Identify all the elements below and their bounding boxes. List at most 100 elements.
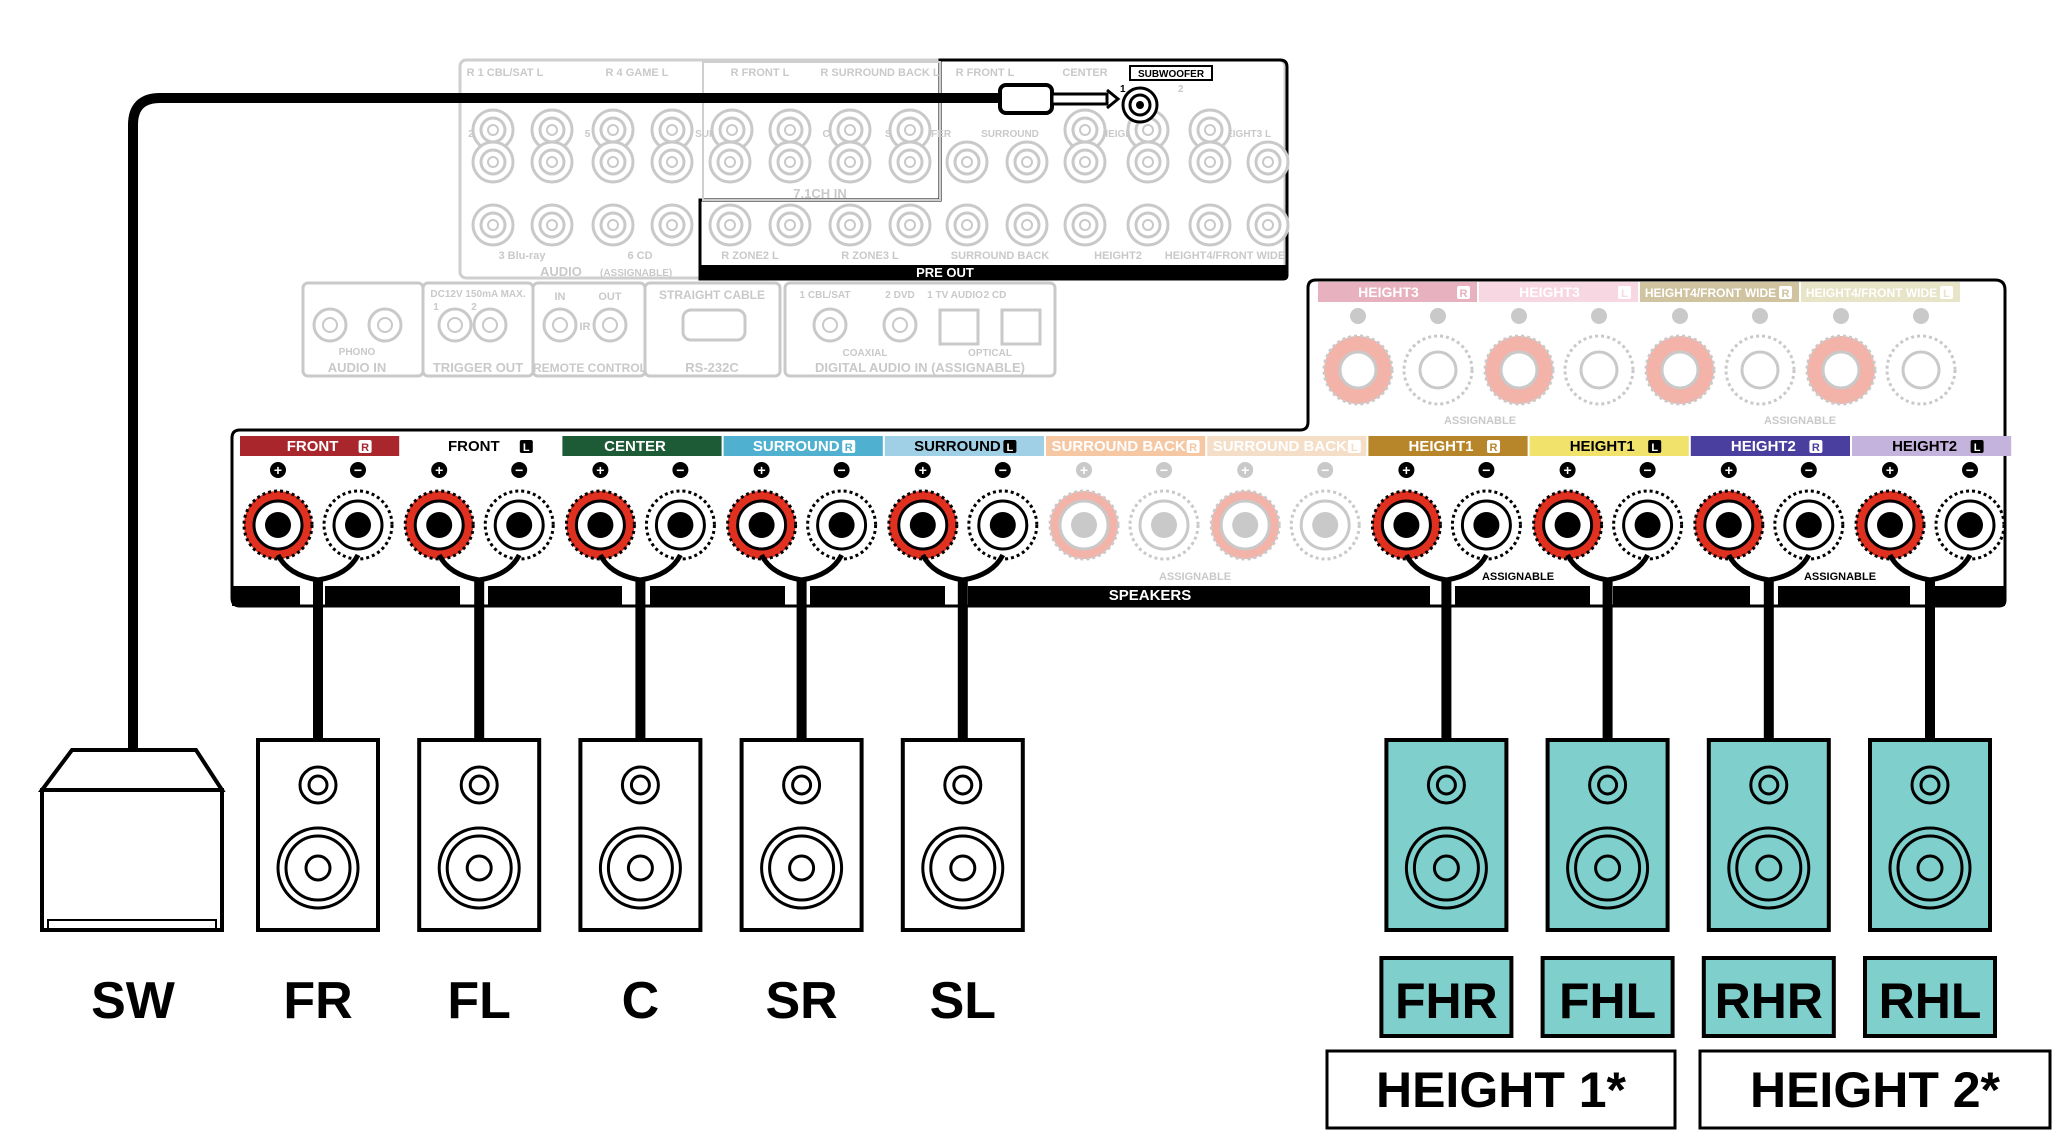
channel-side-letter: R	[1812, 442, 1820, 454]
plus-sign-text: +	[1886, 462, 1894, 478]
aux-jack	[592, 307, 628, 343]
minus-sign	[672, 462, 689, 478]
preout-row1-label: R SURROUND BACK L	[820, 67, 939, 79]
plus-terminal-core	[1877, 512, 1903, 538]
upper-minus	[1913, 308, 1929, 324]
channel-header-label: SURROUND BACK	[1213, 438, 1347, 455]
channel-header-label: CENTER	[604, 438, 666, 455]
minus-terminal-core	[1795, 512, 1822, 538]
preout-jack	[768, 140, 812, 184]
preout-jack	[1063, 140, 1107, 184]
preout-jack	[945, 140, 989, 184]
optical-label: OPTICAL	[968, 348, 1012, 359]
preout-row1-label: R 4 GAME L	[606, 67, 669, 79]
tweeter	[620, 765, 660, 805]
preout-jack	[1126, 203, 1170, 247]
tweeter-center	[468, 774, 490, 796]
plus-terminal-core	[1232, 512, 1259, 538]
minus-sign	[994, 462, 1011, 478]
channel-header-label: SURROUND BACK	[1052, 438, 1186, 455]
preout-row3-label: R ZONE3 L	[841, 250, 899, 262]
preout-jack	[530, 140, 574, 184]
plus-sign-text: +	[1080, 462, 1088, 478]
plus-terminal-core	[1554, 512, 1581, 538]
optical-port	[938, 308, 980, 346]
woofer	[760, 826, 844, 910]
minus-sign-text: −	[676, 462, 684, 478]
channel-side-letter: L	[1651, 442, 1658, 454]
rs232-port	[681, 308, 747, 342]
channel-side-badge	[1648, 440, 1662, 453]
upper-minus-ring	[1901, 350, 1941, 390]
subwoofer-body	[40, 788, 224, 932]
minus-sign-text: −	[999, 462, 1007, 478]
tweeter	[298, 765, 338, 805]
woofer	[276, 826, 360, 910]
bottom-bar-segment	[810, 586, 945, 606]
aux-jack-inner	[447, 317, 463, 333]
minus-sign-text: −	[1321, 462, 1329, 478]
plus-sign-text: +	[274, 462, 282, 478]
minus-terminal-core	[1957, 512, 1983, 538]
channel-header-label: SURROUND	[753, 438, 840, 455]
woofer	[1404, 826, 1488, 910]
cables	[128, 83, 1121, 750]
minus-sign	[511, 462, 528, 478]
speaker-label-box	[1863, 956, 1997, 1038]
bottom-bar-segment	[1455, 586, 1590, 606]
channel-header-label: HEIGHT2	[1892, 438, 1957, 455]
remote-out-label: OUT	[598, 291, 622, 303]
plus-sign	[914, 462, 931, 478]
upper-side-badge	[1457, 286, 1470, 299]
channel-side-letter: R	[845, 442, 853, 454]
woofer	[921, 826, 1005, 910]
minus-sign-text: −	[838, 462, 846, 478]
subwoofer-label: SUBWOOFER	[1138, 69, 1205, 80]
preout-jack	[945, 203, 989, 247]
channel-side-badge	[1809, 440, 1823, 453]
plus-sign-text: +	[1402, 462, 1410, 478]
woofer-center	[1755, 854, 1783, 882]
minus-terminal-core	[1634, 512, 1661, 538]
woofer-ring	[1896, 834, 1964, 902]
upper-minus-ring	[1418, 350, 1458, 390]
woofer-ring	[768, 834, 836, 902]
terminal-pair: +−	[403, 462, 555, 583]
woofer-center	[1594, 854, 1622, 882]
woofer-center	[626, 854, 654, 882]
woofer-center	[788, 854, 816, 882]
preout-row3-label: HEIGHT2	[1094, 250, 1142, 262]
preout-jack	[1188, 140, 1232, 184]
minus-sign-text: −	[1644, 462, 1652, 478]
minus-sign-text: −	[515, 462, 523, 478]
preout-row3-label: SURROUND BACK	[951, 250, 1049, 262]
channel-side-badge	[358, 440, 372, 453]
minus-terminal-core	[1151, 512, 1177, 538]
plus-sign-text: +	[1241, 462, 1249, 478]
upper-side-letter: L	[1621, 288, 1628, 300]
tweeter	[1910, 765, 1950, 805]
upper-minus-ring	[1740, 350, 1780, 390]
speakers-section-label: SPEAKERS	[1109, 587, 1192, 604]
minus-terminal-core	[345, 512, 371, 538]
preout-row1-label: R 1 CBL/SAT L	[467, 67, 544, 79]
tweeter-center	[1758, 774, 1780, 796]
height1-group-box	[1325, 1049, 1677, 1130]
channel-side-letter: L	[1351, 442, 1358, 454]
minus-sign	[350, 462, 366, 478]
assignable-label: ASSIGNABLE	[1482, 571, 1554, 583]
device-label: FR	[283, 972, 352, 1030]
plus-sign-text: +	[919, 462, 927, 478]
terminal-pair: +−	[564, 462, 716, 583]
preout-row1-label: R FRONT L	[956, 67, 1015, 79]
preout-panel: PRE OUT 7.1CH IN SUBWOOFER 1 2 R 1 CBL/S…	[458, 58, 1290, 281]
woofer-ring	[1574, 834, 1642, 902]
straight-cable-label: STRAIGHT CABLE	[659, 288, 765, 302]
terminal-pair: +−	[887, 462, 1039, 583]
trigger-num: 1	[433, 302, 439, 313]
plus-sign	[1720, 462, 1737, 478]
